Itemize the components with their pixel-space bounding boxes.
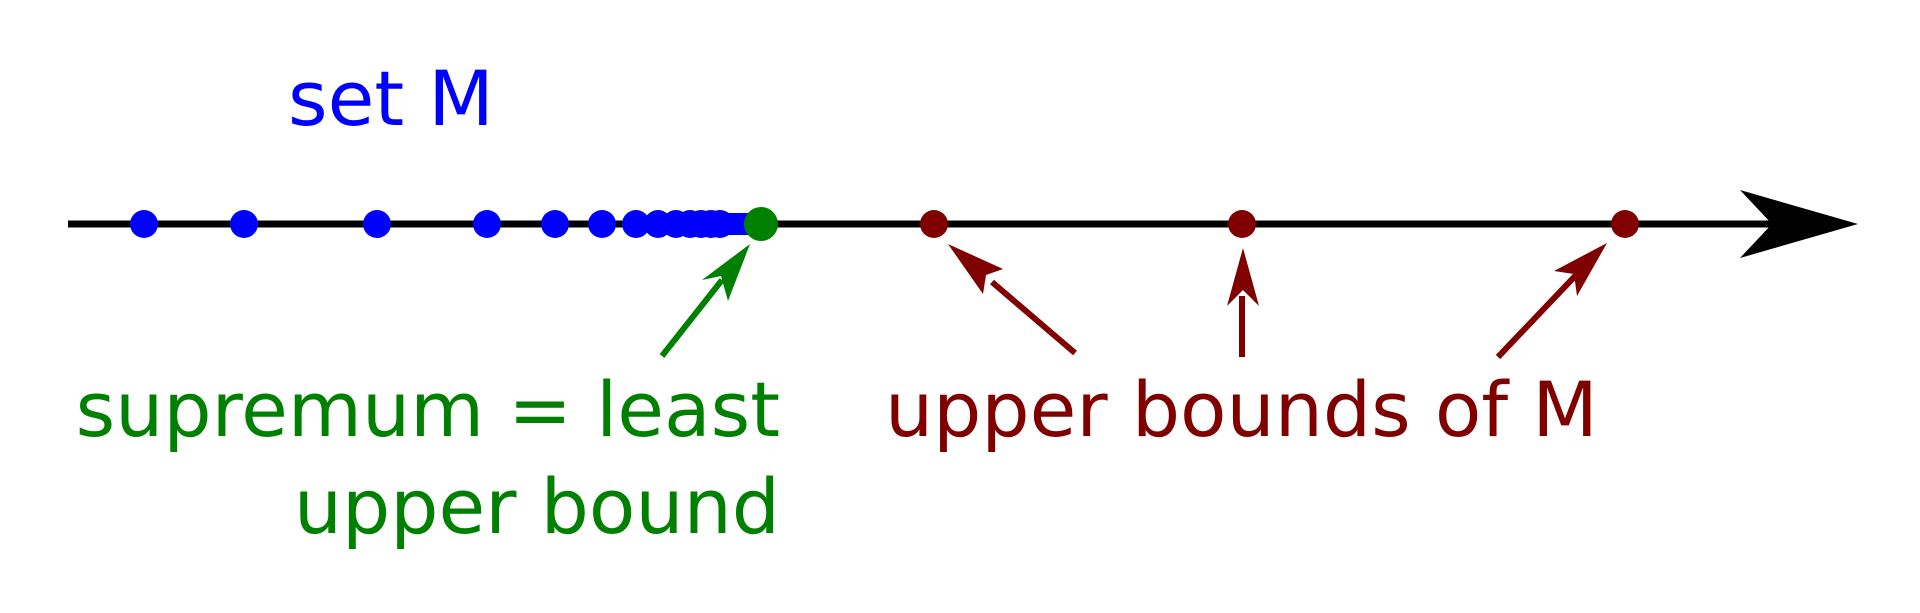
set-m-point [363,210,391,238]
upper-bound-point [920,210,948,238]
supremum-label-line1: supremum = least [76,365,780,454]
number-line-arrowhead [1740,190,1858,258]
upper-bound-arrow-1 [948,244,1077,356]
upper-bound-point [1228,210,1256,238]
set-m-point [622,210,650,238]
supremum-arrow [659,244,750,358]
upper-bound-points [920,210,1639,238]
upper-bound-point [1611,210,1639,238]
upper-bound-arrow-3 [1495,243,1607,360]
set-m-point [473,210,501,238]
set-m-points [130,210,734,238]
set-m-label: set M [288,54,494,143]
set-m-point [541,210,569,238]
set-m-point [230,210,258,238]
upper-bounds-label: upper bounds of M [885,365,1598,454]
upper-bound-arrow-2 [1227,248,1259,357]
set-m-point [706,210,734,238]
supremum-label-line2: upper bound [294,462,780,551]
supremum-point [744,207,778,241]
set-m-point [588,210,616,238]
set-m-point [130,210,158,238]
